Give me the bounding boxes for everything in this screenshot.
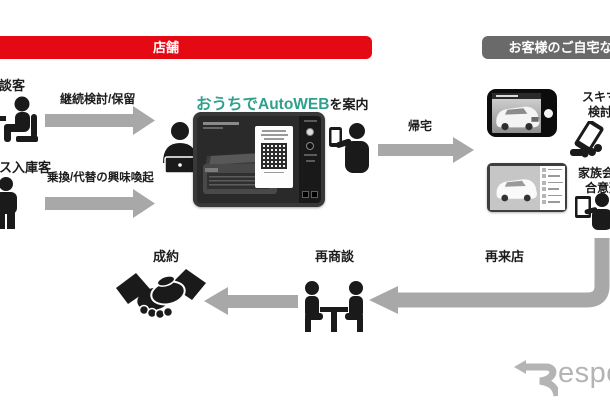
service-customer-label: ス入庫客 (0, 160, 52, 175)
home-banner: お客様のご自宅など (482, 36, 610, 59)
screen-header-text (203, 122, 239, 125)
sidebar-text-bar (303, 154, 317, 156)
home-banner-label: お客様のご自宅など (508, 40, 610, 55)
family-label-line1: 家族会 (578, 166, 610, 180)
store-banner: 店舗 (0, 36, 372, 59)
qr-modal-text-line (262, 130, 286, 132)
configurator-sidebar (299, 116, 321, 203)
contract-label: 成約 (153, 249, 180, 264)
thumbnail (311, 191, 318, 198)
screen-subheader-text (203, 127, 223, 129)
family-label: 家族会 合意形 (578, 166, 610, 196)
replacement-interest-arrow (45, 189, 155, 218)
revisit-arrow (369, 238, 610, 314)
store-tablet-screen (197, 116, 321, 203)
store-banner-label: 店舗 (152, 40, 179, 55)
phone-home-button (543, 108, 553, 118)
qr-modal-text-line (264, 138, 284, 140)
continue-consider-label: 継続検討/保留 (60, 92, 136, 106)
family-label-line2: 合意形 (585, 181, 610, 195)
store-tablet-mockup (193, 112, 325, 207)
phone-browser-bar (492, 93, 541, 99)
go-home-arrow (378, 137, 474, 163)
center-title-suffix: を案内 (329, 97, 369, 112)
replacement-interest-label: 乗換/代替の興味喚起 (47, 172, 154, 184)
watermark: espon (512, 357, 610, 397)
go-home-label: 帰宅 (408, 119, 433, 133)
qr-modal-text-line (264, 171, 284, 173)
center-title: おうちでAutoWEBを案内 (196, 95, 368, 114)
negotiation-customer-label: 談客 (0, 78, 26, 93)
sukima-label-line2: 検討 (588, 105, 610, 119)
continue-consider-arrow (45, 106, 155, 135)
seated-customer-icon (0, 96, 38, 142)
qr-code (261, 142, 287, 169)
person-tablet-icon (575, 193, 610, 230)
home-phone-screen (492, 93, 541, 133)
hand-phone-icon (570, 121, 604, 158)
sukima-label: スキマ 検討 (582, 90, 610, 120)
center-title-highlight: おうちでAutoWEB (196, 96, 330, 113)
car-website-image (496, 106, 540, 131)
standing-customer-icon (0, 177, 17, 229)
tablet-car-image-pane (489, 165, 540, 210)
home-phone-mockup (487, 89, 557, 137)
renegotiation-label: 再商談 (315, 249, 355, 264)
sukima-label-line1: スキマ (582, 90, 610, 104)
tablet-option-list (539, 165, 565, 210)
qr-code-modal (255, 126, 293, 188)
sidebar-text-bar (303, 120, 317, 122)
color-swatch-dark (306, 142, 314, 150)
car-website-image (496, 178, 537, 201)
color-swatch-light (306, 128, 314, 136)
customer-phone-icon (329, 123, 369, 173)
sidebar-thumbnails (299, 191, 321, 198)
home-tablet-screen (489, 165, 565, 210)
thumbnail (302, 191, 309, 198)
watermark-logo-icon (514, 359, 558, 397)
renegotiation-to-contract-arrow (204, 287, 298, 315)
handshake-icon (116, 269, 206, 320)
sidebar-text-bar (305, 160, 315, 162)
revisit-label: 再来店 (485, 249, 525, 264)
watermark-text: espon (558, 357, 610, 389)
meeting-icon (305, 281, 363, 332)
home-tablet-mockup (487, 163, 567, 212)
qr-modal-text-line (260, 134, 288, 136)
